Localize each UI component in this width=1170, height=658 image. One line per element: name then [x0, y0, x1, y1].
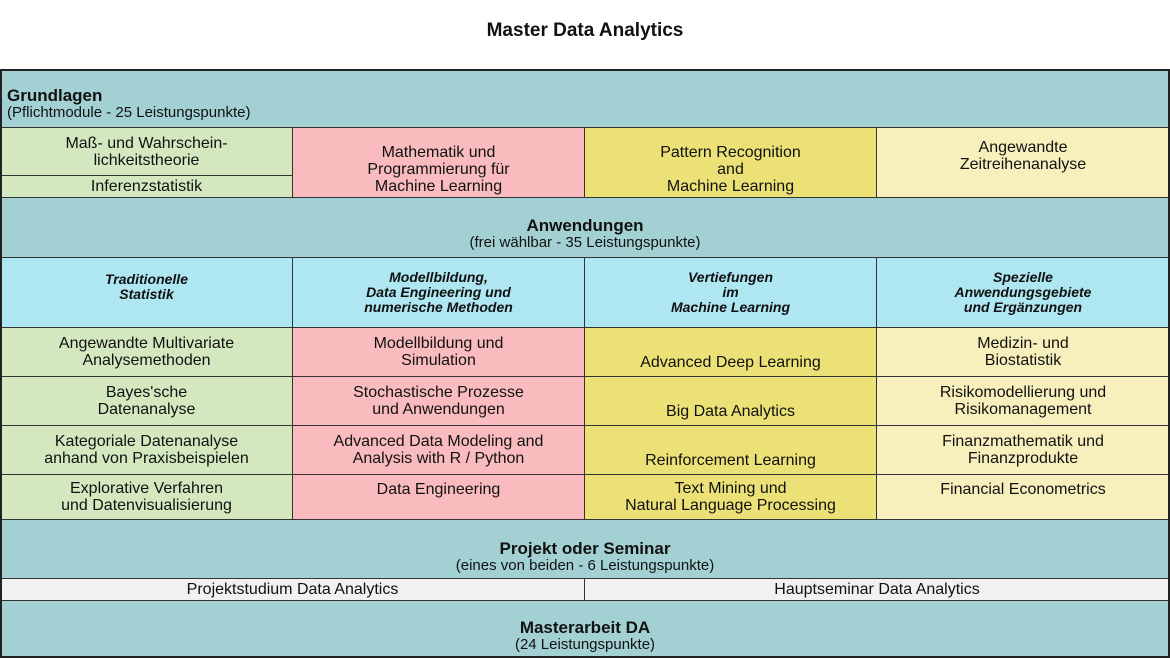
module-inferenzstatistik[interactable]: Inferenzstatistik	[0, 175, 293, 198]
module-modellbildung-simulation[interactable]: Modellbildung und Simulation	[292, 327, 585, 377]
module-multivariate-analyse[interactable]: Angewandte Multivariate Analysemethoden	[0, 327, 293, 377]
module-risikomodellierung[interactable]: Risikomodellierung und Risikomanagement	[876, 376, 1170, 426]
projekt-subheading: (eines von beiden - 6 Leistungspunkte)	[455, 557, 715, 574]
anwendungen-subheading: (frei wählbar - 35 Leistungspunkte)	[469, 233, 701, 251]
module-masstheorie[interactable]: Maß- und Wahrschein- lichkeitstheorie	[0, 127, 293, 176]
grundlagen-header: Grundlagen (Pflichtmodule - 25 Leistungs…	[0, 69, 1170, 128]
module-text-mining-nlp[interactable]: Text Mining und Natural Language Process…	[584, 474, 877, 520]
module-explorative-verfahren[interactable]: Explorative Verfahren und Datenvisualisi…	[0, 474, 293, 520]
masterarbeit-heading: Masterarbeit DA	[519, 618, 651, 637]
masterarbeit-box: Masterarbeit DA (24 Leistungspunkte)	[0, 600, 1170, 658]
anwendungen-heading: Anwendungen	[526, 215, 644, 235]
module-kategoriale-datenanalyse[interactable]: Kategoriale Datenanalyse anhand von Prax…	[0, 425, 293, 475]
module-data-engineering[interactable]: Data Engineering	[292, 474, 585, 520]
module-bayes-datenanalyse[interactable]: Bayes'sche Datenanalyse	[0, 376, 293, 426]
module-financial-econometrics[interactable]: Financial Econometrics	[876, 474, 1170, 520]
category-traditionelle-statistik: Traditionelle Statistik	[0, 257, 293, 328]
module-zeitreihenanalyse[interactable]: Angewandte Zeitreihenanalyse	[876, 127, 1170, 198]
module-mathematik-programmierung[interactable]: Mathematik und Programmierung für Machin…	[292, 127, 585, 198]
page-title: Master Data Analytics	[486, 20, 684, 41]
grundlagen-heading: Grundlagen	[7, 86, 103, 105]
module-finanzmathematik[interactable]: Finanzmathematik und Finanzprodukte	[876, 425, 1170, 475]
module-advanced-data-modeling[interactable]: Advanced Data Modeling and Analysis with…	[292, 425, 585, 475]
category-modellbildung: Modellbildung, Data Engineering und nume…	[292, 257, 585, 328]
module-advanced-deep-learning[interactable]: Advanced Deep Learning	[584, 327, 877, 377]
projekt-header: Projekt oder Seminar (eines von beiden -…	[0, 519, 1170, 579]
module-pattern-recognition[interactable]: Pattern Recognition and Machine Learning	[584, 127, 877, 198]
module-reinforcement-learning[interactable]: Reinforcement Learning	[584, 425, 877, 475]
module-stochastische-prozesse[interactable]: Stochastische Prozesse und Anwendungen	[292, 376, 585, 426]
module-big-data-analytics[interactable]: Big Data Analytics	[584, 376, 877, 426]
module-medizin-biostatistik[interactable]: Medizin- und Biostatistik	[876, 327, 1170, 377]
projekt-heading: Projekt oder Seminar	[499, 539, 671, 558]
option-projektstudium[interactable]: Projektstudium Data Analytics	[0, 578, 585, 601]
category-spezielle-anwendungsgebiete: Spezielle Anwendungsgebiete und Ergänzun…	[876, 257, 1170, 328]
masterarbeit-subheading: (24 Leistungspunkte)	[514, 636, 656, 653]
option-hauptseminar[interactable]: Hauptseminar Data Analytics	[584, 578, 1170, 601]
category-vertiefungen-ml: Vertiefungen im Machine Learning	[584, 257, 877, 328]
anwendungen-header: Anwendungen (frei wählbar - 35 Leistungs…	[0, 197, 1170, 258]
grundlagen-subheading: (Pflichtmodule - 25 Leistungspunkte)	[7, 104, 251, 121]
